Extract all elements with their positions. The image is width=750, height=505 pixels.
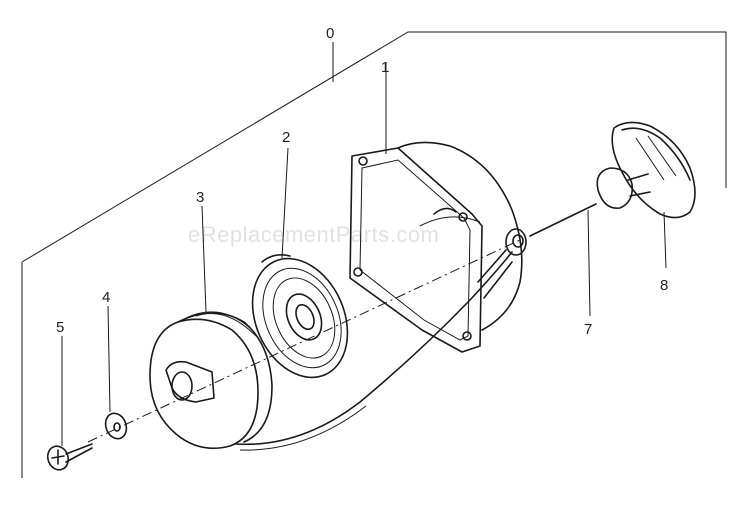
- watermark-text: eReplacementParts.com: [188, 222, 439, 247]
- screw: [46, 336, 93, 471]
- recoil-spring: [251, 147, 349, 379]
- callout-4: 4: [102, 289, 110, 306]
- pulley-reel: [149, 205, 273, 450]
- callout-0: 0: [326, 25, 334, 42]
- callout-1: 1: [381, 59, 389, 76]
- starter-rope: [235, 203, 597, 451]
- callout-2: 2: [282, 129, 290, 146]
- starter-handle: [596, 121, 696, 269]
- assembly-bracket: [21, 31, 727, 478]
- washer: [104, 305, 128, 440]
- callout-5: 5: [56, 319, 64, 336]
- callout-3: 3: [196, 189, 204, 206]
- callout-labels: 0 1 2 3 4 5 7 8: [56, 25, 668, 338]
- callout-8: 8: [660, 277, 668, 294]
- starter-housing: [349, 62, 527, 353]
- callout-7: 7: [584, 321, 592, 338]
